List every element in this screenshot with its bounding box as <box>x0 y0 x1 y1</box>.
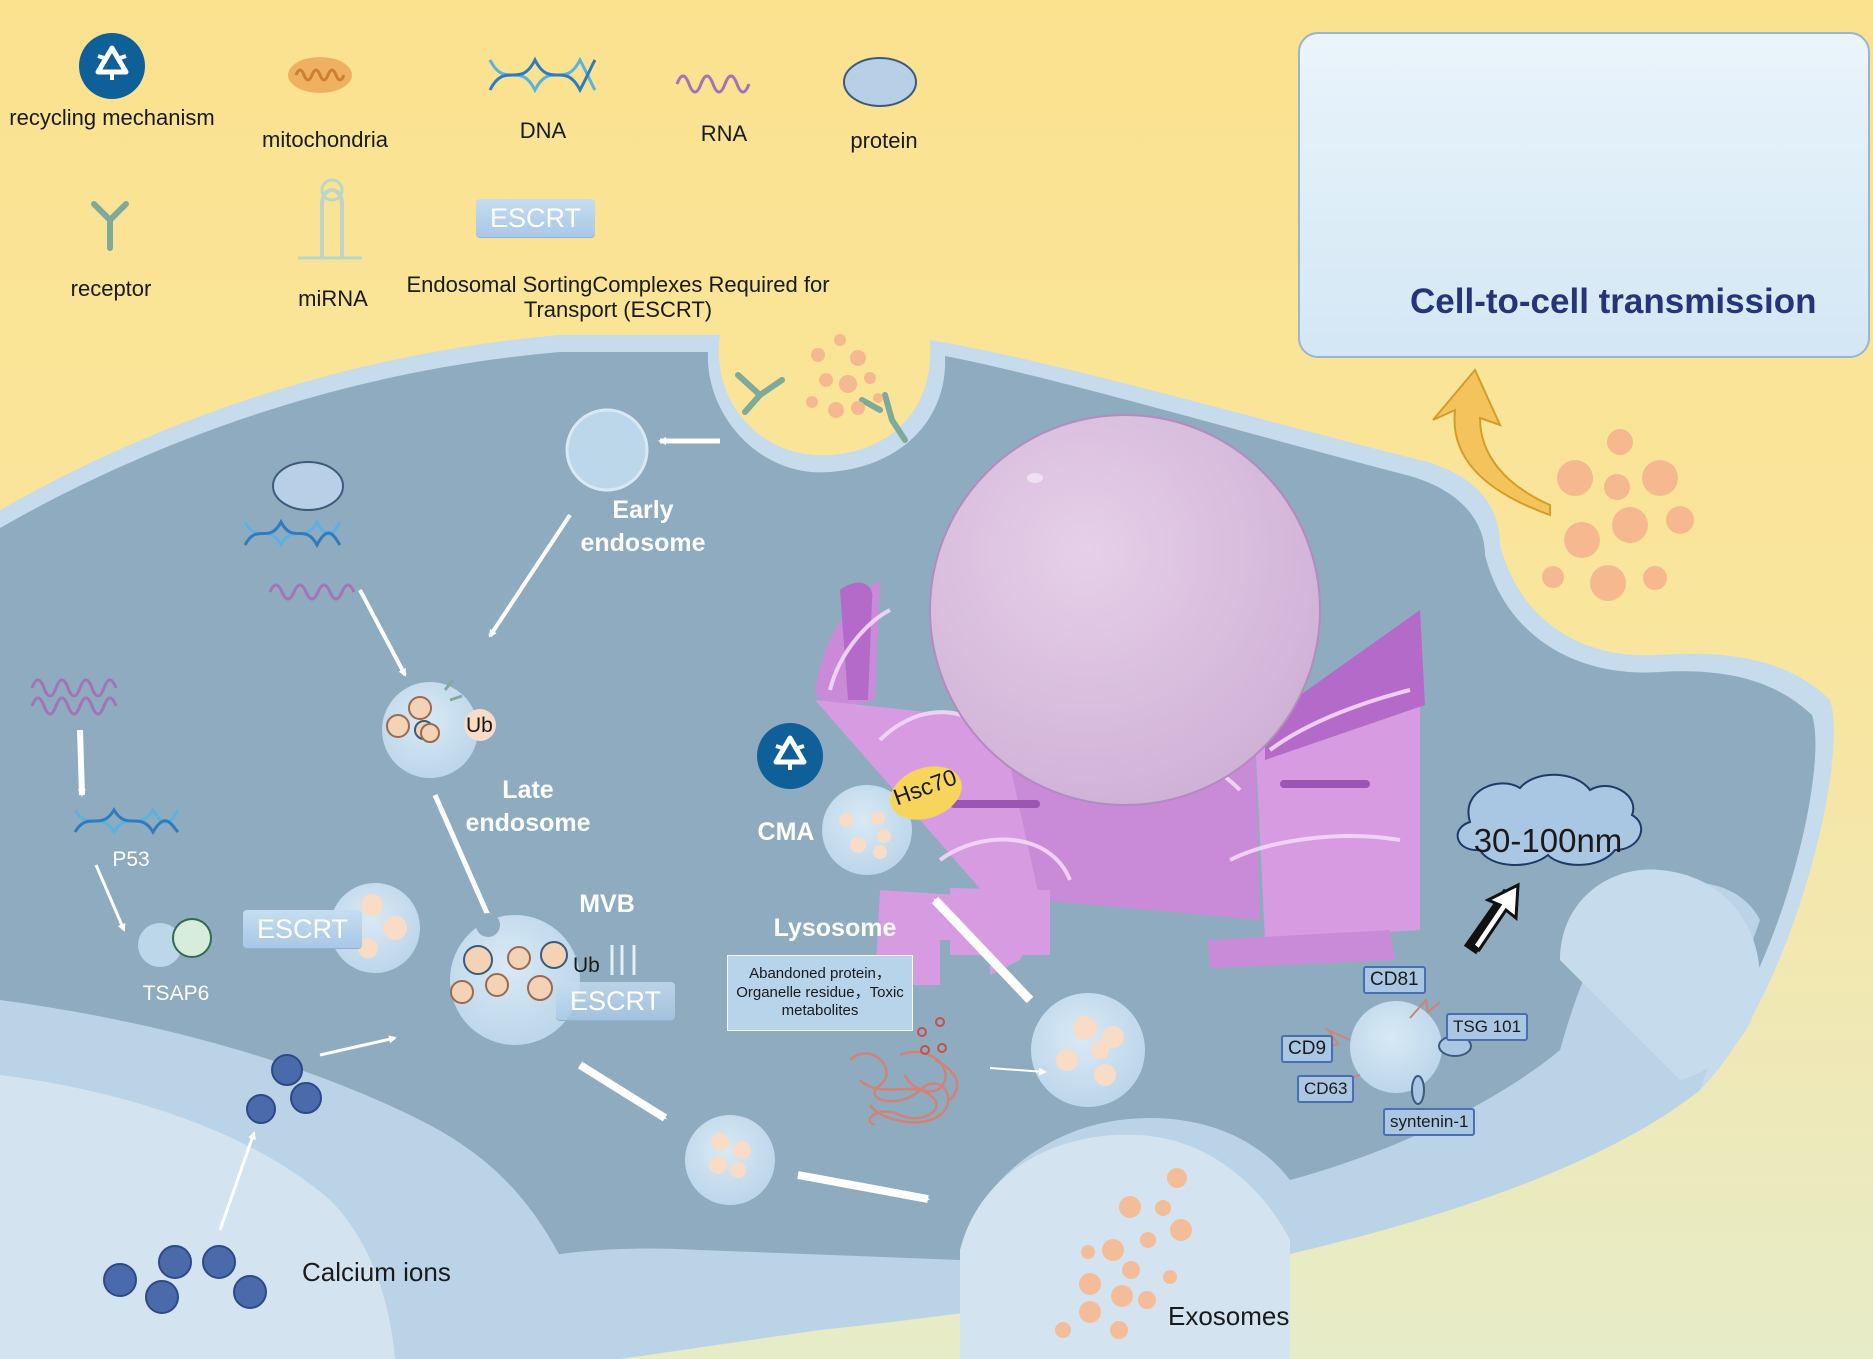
dna-icon <box>488 56 597 94</box>
lysosome-vesicle <box>1031 993 1145 1107</box>
mirna-icon <box>298 178 362 260</box>
size-arrow <box>1470 882 1520 953</box>
receptor-icon <box>91 201 129 251</box>
cargo-protein <box>272 461 344 511</box>
escrt-chip-vesicle: ESCRT <box>243 910 363 948</box>
transport-vesicle <box>685 1115 775 1205</box>
cma-label: CMA <box>757 818 815 846</box>
legend-receptor-label: receptor <box>70 276 152 301</box>
recycling-icon <box>79 33 145 99</box>
ub-label-mvb: Ub <box>573 954 600 977</box>
legend-escrt-chip: ESCRT <box>476 199 596 237</box>
rna-strand-a <box>30 678 118 698</box>
late-endosome-label: Late endosome <box>465 776 591 837</box>
endocytosis-pit <box>735 334 908 443</box>
tsap6-subunit-a <box>138 923 182 967</box>
cma-recycling-icon <box>757 723 823 789</box>
arrow-lysosome-to-cma <box>931 896 1034 1004</box>
mitochondria-icon <box>288 57 352 93</box>
exosome-marker-vesicle <box>1323 997 1472 1105</box>
cma-lysosome-vesicle <box>822 785 912 875</box>
size-cloud <box>1456 773 1643 866</box>
escrt-vesicle <box>330 883 420 973</box>
hsc70-chaperone <box>890 766 962 820</box>
cd81-tag: CD81 <box>1363 966 1426 994</box>
transmission-arrow <box>1432 368 1551 517</box>
syntenin-tag: syntenin-1 <box>1383 1108 1476 1136</box>
mvb-label: MVB <box>579 890 635 918</box>
arrow-rna-to-dna <box>77 729 86 797</box>
tsg101-tag: TSG 101 <box>1446 1013 1529 1041</box>
calcium-cluster-outer <box>103 1245 267 1314</box>
arrow-calcium-entry <box>218 1131 256 1231</box>
legend-mitochondria-label: mitochondria <box>262 127 388 152</box>
cell-to-cell-panel <box>1298 32 1870 358</box>
protein-icon <box>843 57 917 107</box>
legend-mirna-label: miRNA <box>298 286 368 311</box>
panel-title: Cell-to-cell transmission <box>1410 282 1817 321</box>
p53-dna-icon <box>73 807 180 835</box>
exosome-size-label: 30-100nm <box>1473 822 1623 859</box>
escrt-chip-mvb: ESCRT <box>556 982 676 1020</box>
lysosome-content-box: Abandoned protein，Organelle residue，Toxi… <box>727 955 913 1031</box>
p53-label: P53 <box>112 848 150 871</box>
nucleus <box>929 414 1321 806</box>
arrow-late-to-mvb <box>432 793 493 922</box>
arrow-mvb-to-transport <box>577 1061 668 1122</box>
late-endosome-vesicle <box>382 679 496 778</box>
lysosome-label: Lysosome <box>773 914 897 942</box>
early-endosome-vesicle <box>565 408 649 492</box>
tsap6-subunit-b <box>172 918 212 958</box>
cd63-tag: CD63 <box>1297 1075 1355 1103</box>
arrow-debris-to-lysosome <box>989 1067 1047 1076</box>
calcium-cluster-inner <box>246 1054 322 1124</box>
early-endosome-label: Early endosome <box>580 496 706 557</box>
exosome-release-compartment <box>960 1134 1290 1359</box>
tsap6-label: TSAP6 <box>142 982 210 1005</box>
arrow-calcium-to-mvb <box>319 1035 397 1057</box>
membrane-bulge <box>1560 869 1760 1080</box>
legend-dna-label: DNA <box>519 118 567 143</box>
cargo-dna <box>243 518 342 549</box>
exosomes-label: Exosomes <box>1168 1301 1290 1331</box>
ub-label-late: Ub <box>466 714 493 737</box>
released-exosomes <box>1055 1168 1192 1339</box>
rna-strand-b <box>30 696 118 716</box>
mvb-vesicle <box>450 913 636 1045</box>
arrow-early-to-late <box>488 513 572 638</box>
extracellular-exosomes <box>1542 429 1694 601</box>
cargo-rna <box>268 583 356 601</box>
toxic-metabolites <box>917 1017 947 1055</box>
cd9-tag: CD9 <box>1281 1035 1334 1063</box>
arrow-p53-to-tsap6 <box>94 864 126 932</box>
rna-icon <box>675 74 751 94</box>
arrow-cargo-to-late <box>358 589 407 677</box>
arrow-to-exosome-release <box>797 1171 930 1203</box>
calcium-ions-label: Calcium ions <box>302 1257 451 1287</box>
legend-escrt-description: Endosomal SortingComplexes Required for … <box>406 272 830 323</box>
legend-protein-label: protein <box>850 128 918 153</box>
legend-rna-label: RNA <box>700 121 748 146</box>
nucleus-highlight <box>1027 473 1043 483</box>
legend-recycling-label: recycling mechanism <box>9 105 215 130</box>
debris-tangle <box>849 1050 959 1127</box>
